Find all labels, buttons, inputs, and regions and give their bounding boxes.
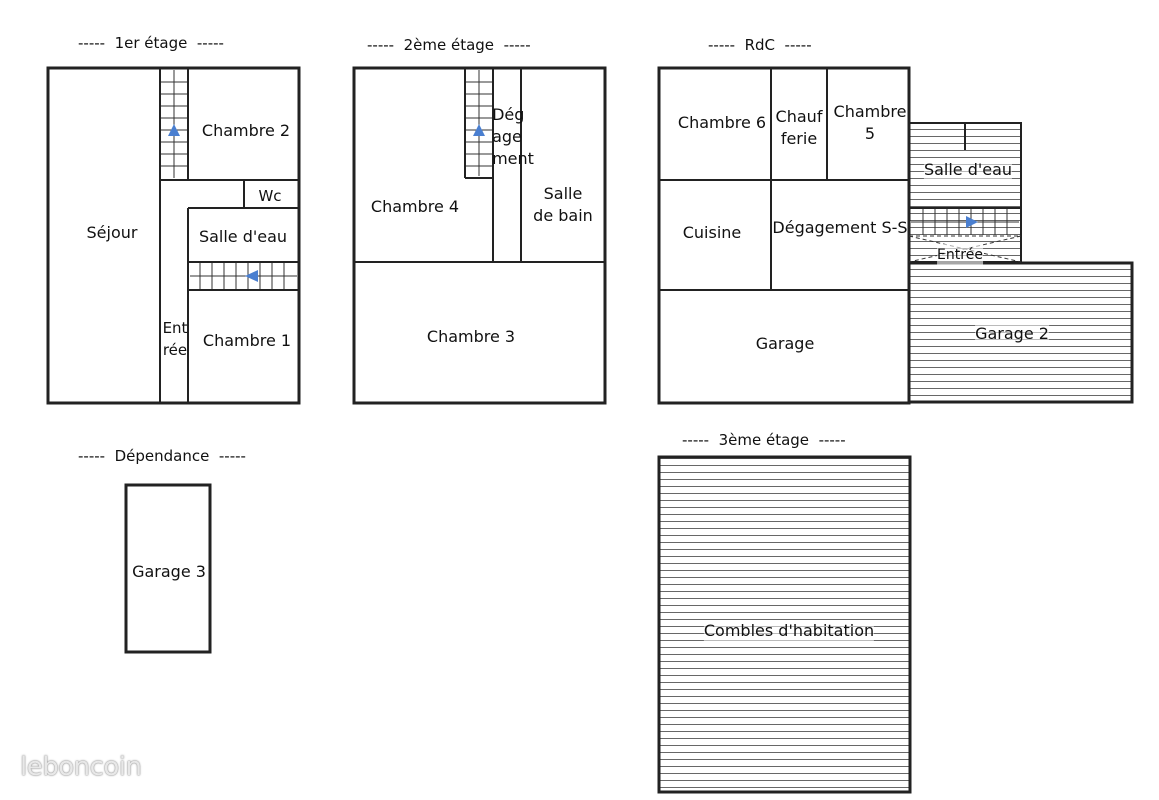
floor-2eme-etage — [352, 66, 607, 405]
garage3-wall — [124, 483, 212, 654]
room-degagement-ss: Dégagement S-S — [772, 218, 908, 237]
floor-1er-etage — [46, 66, 301, 405]
room-entree-rdc: Entrée — [937, 244, 983, 266]
room-chambre-3: Chambre 3 — [426, 327, 516, 346]
room-degagement-f2: Dég age ment — [492, 105, 534, 168]
stair-arrow-icon — [966, 216, 978, 228]
room-cuisine: Cuisine — [682, 223, 742, 242]
floor-rdc — [657, 66, 1134, 405]
room-chambre-6: Chambre 6 — [677, 113, 767, 132]
f1-staircase-horizontal — [190, 263, 297, 289]
room-entree-f1: Ent rée — [162, 319, 188, 359]
room-chambre-2: Chambre 2 — [201, 121, 291, 140]
room-garage-3: Garage 3 — [132, 562, 206, 581]
room-chambre-1: Chambre 1 — [202, 331, 292, 350]
f2-outer-wall — [352, 66, 607, 405]
title-2eme-etage: ----- 2ème étage ----- — [367, 36, 531, 54]
rdc-garage2-wall — [907, 261, 1134, 404]
title-rdc: ----- RdC ----- — [708, 36, 812, 54]
stair-arrow-icon — [245, 270, 258, 282]
stair-arrow-icon — [473, 124, 485, 136]
stair-arrow-icon — [168, 124, 180, 136]
title-1er-etage: ----- 1er étage ----- — [78, 34, 224, 52]
room-garage: Garage — [755, 334, 815, 353]
title-3eme-etage: ----- 3ème étage ----- — [682, 431, 846, 449]
room-garage-2: Garage 2 — [975, 323, 1049, 345]
room-combles: Combles d'habitation — [703, 620, 875, 642]
floor-3eme-etage — [657, 455, 912, 794]
room-chambre-4: Chambre 4 — [370, 197, 460, 216]
leboncoin-watermark: leboncoin — [20, 752, 142, 782]
combles-wall — [657, 455, 912, 794]
room-chambre-5: Chambre 5 — [833, 102, 907, 143]
room-salle-de-bain: Salle de bain — [533, 184, 593, 225]
f2-staircase — [466, 70, 492, 176]
f1-outer-wall — [46, 66, 301, 405]
title-dependance: ----- Dépendance ----- — [78, 447, 246, 465]
floor-dependance — [124, 483, 212, 654]
room-wc: Wc — [258, 187, 282, 205]
room-salle-eau-f1: Salle d'eau — [198, 227, 288, 246]
room-chaufferie: Chauf ferie — [775, 107, 823, 148]
room-salle-eau-rdc: Salle d'eau — [923, 159, 1013, 181]
room-sejour: Séjour — [86, 223, 138, 242]
